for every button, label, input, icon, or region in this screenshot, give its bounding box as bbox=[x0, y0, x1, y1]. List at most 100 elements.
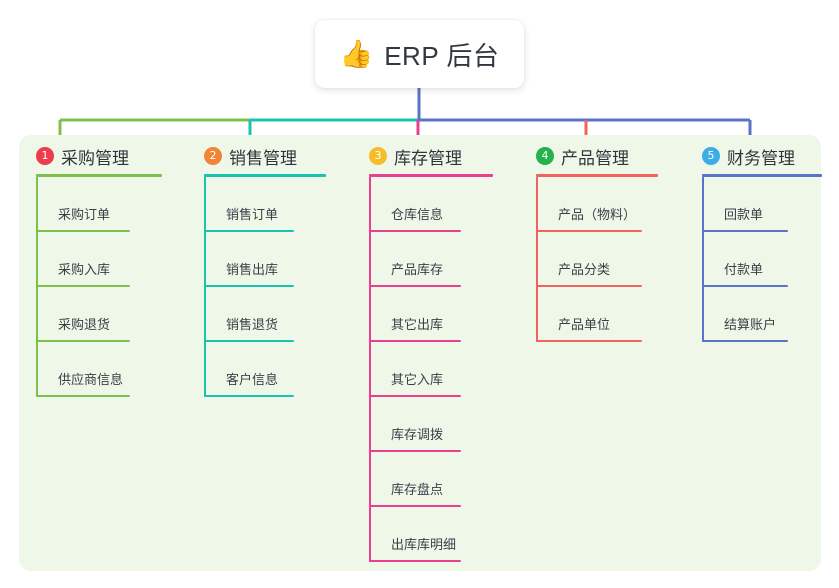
branch-spine bbox=[204, 177, 206, 397]
branch-spine bbox=[536, 177, 538, 342]
leaf-label: 采购订单 bbox=[58, 207, 111, 222]
leaf-node[interactable]: 回款单 bbox=[702, 177, 820, 232]
leaf-rule bbox=[536, 340, 642, 342]
leaf-label: 客户信息 bbox=[226, 372, 279, 387]
leaf-rule bbox=[369, 505, 461, 507]
leaf-rule bbox=[536, 285, 642, 287]
leaf-label: 库存调拨 bbox=[391, 427, 444, 442]
leaf-rule bbox=[204, 340, 294, 342]
leaf-node[interactable]: 其它出库 bbox=[369, 287, 507, 342]
leaf-label: 销售出库 bbox=[226, 262, 279, 277]
leaf-label: 其它出库 bbox=[391, 317, 444, 332]
leaf-rule bbox=[702, 230, 788, 232]
branch-column-1: 1 采购管理采购订单采购入库采购退货供应商信息 bbox=[22, 143, 172, 397]
leaf-node[interactable]: 库存盘点 bbox=[369, 452, 507, 507]
leaf-rule bbox=[536, 230, 642, 232]
leaf-label: 付款单 bbox=[724, 262, 764, 277]
branch-title: 采购管理 bbox=[61, 148, 129, 168]
leaf-rule bbox=[702, 285, 788, 287]
branch-number-badge: 1 bbox=[36, 147, 54, 165]
branch-header-1[interactable]: 1 采购管理 bbox=[22, 143, 172, 169]
branch-leaf-list: 销售订单销售出库销售退货客户信息 bbox=[190, 177, 338, 397]
leaf-node[interactable]: 库存调拨 bbox=[369, 397, 507, 452]
leaf-label: 产品（物料） bbox=[558, 207, 637, 222]
branch-header-rule bbox=[36, 174, 162, 177]
branch-header-rule bbox=[369, 174, 493, 177]
leaf-node[interactable]: 客户信息 bbox=[204, 342, 338, 397]
branch-spine bbox=[702, 177, 704, 342]
leaf-node[interactable]: 销售退货 bbox=[204, 287, 338, 342]
branch-header-5[interactable]: 5 财务管理 bbox=[688, 143, 820, 169]
branch-spine bbox=[369, 177, 371, 562]
leaf-label: 采购退货 bbox=[58, 317, 111, 332]
branch-header-3[interactable]: 3 库存管理 bbox=[355, 143, 507, 169]
root-title: ERP 后台 bbox=[384, 40, 500, 71]
branch-header-rule bbox=[204, 174, 326, 177]
leaf-label: 回款单 bbox=[724, 207, 764, 222]
leaf-label: 出库库明细 bbox=[391, 537, 457, 552]
leaf-node[interactable]: 供应商信息 bbox=[36, 342, 172, 397]
branch-column-5: 5 财务管理回款单付款单结算账户 bbox=[688, 143, 822, 342]
leaf-label: 产品分类 bbox=[558, 262, 611, 277]
branch-leaf-list: 仓库信息产品库存其它出库其它入库库存调拨库存盘点出库库明细 bbox=[355, 177, 507, 562]
leaf-node[interactable]: 采购入库 bbox=[36, 232, 172, 287]
root-node[interactable]: 👍 ERP 后台 bbox=[315, 20, 524, 88]
leaf-node[interactable]: 产品分类 bbox=[536, 232, 670, 287]
leaf-node[interactable]: 产品库存 bbox=[369, 232, 507, 287]
leaf-rule bbox=[204, 395, 294, 397]
leaf-rule bbox=[369, 560, 461, 562]
branch-leaf-list: 产品（物料） 产品分类产品单位 bbox=[522, 177, 670, 342]
branches-panel bbox=[19, 135, 821, 571]
branch-number-badge: 3 bbox=[369, 147, 387, 165]
branch-column-3: 3 库存管理仓库信息产品库存其它出库其它入库库存调拨库存盘点出库库明细 bbox=[355, 143, 507, 562]
leaf-rule bbox=[369, 395, 461, 397]
branch-number-badge: 5 bbox=[702, 147, 720, 165]
leaf-label: 结算账户 bbox=[724, 317, 777, 332]
branch-title: 产品管理 bbox=[561, 148, 629, 168]
branch-title: 销售管理 bbox=[229, 148, 297, 168]
leaf-label: 仓库信息 bbox=[391, 207, 444, 222]
branch-column-2: 2 销售管理销售订单销售出库销售退货客户信息 bbox=[190, 143, 338, 397]
branch-number-badge: 2 bbox=[204, 147, 222, 165]
leaf-rule bbox=[36, 285, 130, 287]
leaf-rule bbox=[204, 230, 294, 232]
leaf-node[interactable]: 产品（物料） bbox=[536, 177, 670, 232]
leaf-node[interactable]: 采购订单 bbox=[36, 177, 172, 232]
branch-header-rule bbox=[702, 174, 822, 177]
leaf-rule bbox=[369, 230, 461, 232]
branch-title: 财务管理 bbox=[727, 148, 795, 168]
leaf-rule bbox=[36, 340, 130, 342]
branch-leaf-list: 采购订单采购入库采购退货供应商信息 bbox=[22, 177, 172, 397]
branch-header-rule bbox=[536, 174, 658, 177]
leaf-label: 其它入库 bbox=[391, 372, 444, 387]
leaf-node[interactable]: 仓库信息 bbox=[369, 177, 507, 232]
leaf-label: 采购入库 bbox=[58, 262, 111, 277]
leaf-label: 库存盘点 bbox=[391, 482, 444, 497]
leaf-node[interactable]: 采购退货 bbox=[36, 287, 172, 342]
leaf-label: 产品单位 bbox=[558, 317, 611, 332]
leaf-rule bbox=[369, 340, 461, 342]
leaf-rule bbox=[702, 340, 788, 342]
branch-leaf-list: 回款单付款单结算账户 bbox=[688, 177, 820, 342]
leaf-rule bbox=[369, 450, 461, 452]
leaf-node[interactable]: 销售出库 bbox=[204, 232, 338, 287]
leaf-node[interactable]: 出库库明细 bbox=[369, 507, 507, 562]
leaf-node[interactable]: 结算账户 bbox=[702, 287, 820, 342]
thumbs-up-icon: 👍 bbox=[339, 38, 374, 69]
leaf-label: 销售退货 bbox=[226, 317, 279, 332]
leaf-label: 销售订单 bbox=[226, 207, 279, 222]
leaf-label: 产品库存 bbox=[391, 262, 444, 277]
leaf-node[interactable]: 付款单 bbox=[702, 232, 820, 287]
branch-header-2[interactable]: 2 销售管理 bbox=[190, 143, 338, 169]
leaf-node[interactable]: 其它入库 bbox=[369, 342, 507, 397]
leaf-node[interactable]: 产品单位 bbox=[536, 287, 670, 342]
leaf-node[interactable]: 销售订单 bbox=[204, 177, 338, 232]
leaf-rule bbox=[36, 230, 130, 232]
leaf-rule bbox=[36, 395, 130, 397]
branch-title: 库存管理 bbox=[394, 148, 462, 168]
leaf-rule bbox=[369, 285, 461, 287]
leaf-label: 供应商信息 bbox=[58, 372, 124, 387]
